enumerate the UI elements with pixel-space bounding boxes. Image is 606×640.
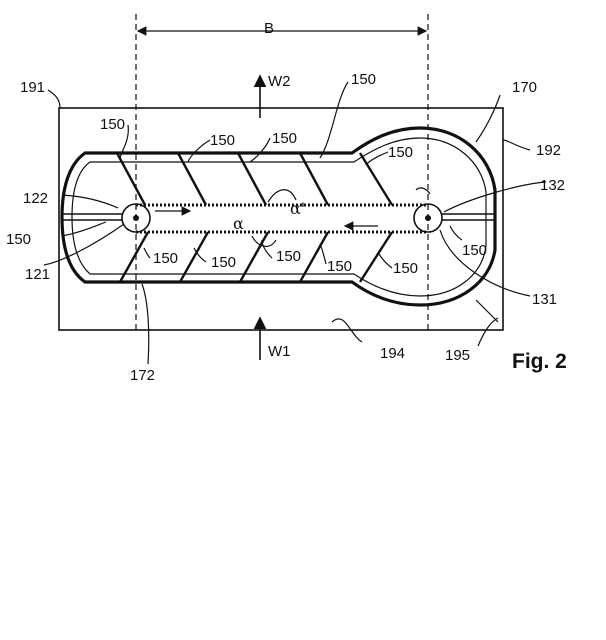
- ref-150: 150: [6, 231, 31, 248]
- ref-150: 150: [327, 258, 352, 275]
- alpha-label: α: [233, 214, 244, 233]
- alpha-prime-label: α': [290, 199, 305, 218]
- dimension-b: B: [135, 14, 429, 330]
- dimension-b-label: B: [264, 20, 274, 37]
- ref-150: 150: [393, 260, 418, 277]
- housing-outline: [58, 107, 504, 331]
- ref-132: 132: [540, 177, 565, 194]
- ref-172: 172: [130, 367, 155, 384]
- ref-150: 150: [211, 254, 236, 271]
- inner-track: [71, 137, 487, 297]
- slats-lower: [118, 231, 394, 283]
- ref-131: 131: [532, 291, 557, 308]
- ref-121: 121: [25, 266, 50, 283]
- ref-195: 195: [445, 347, 470, 364]
- end-rods: [62, 213, 495, 221]
- ref-150: 150: [462, 242, 487, 259]
- angle-arc-alpha-prime: [267, 189, 297, 203]
- flow-label-w1: W1: [268, 343, 291, 360]
- ref-150: 150: [210, 132, 235, 149]
- slats-upper: [115, 152, 394, 206]
- ref-191: 191: [20, 79, 45, 96]
- ref-194: 194: [380, 345, 405, 362]
- figure-caption: Fig. 2: [512, 350, 567, 373]
- reference-numerals: 191 170 192 122 132 121 131 172 194 195 …: [6, 71, 565, 384]
- ref-150: 150: [100, 116, 125, 133]
- ref-150: 150: [272, 130, 297, 147]
- ref-170: 170: [512, 79, 537, 96]
- ref-150: 150: [153, 250, 178, 267]
- chain-belt: [121, 203, 443, 234]
- outer-track: [60, 126, 497, 307]
- ref-192: 192: [536, 142, 561, 159]
- ref-150: 150: [276, 248, 301, 265]
- ref-150: 150: [388, 144, 413, 161]
- ref-122: 122: [23, 190, 48, 207]
- flow-label-w2: W2: [268, 73, 291, 90]
- ref-150: 150: [351, 71, 376, 88]
- leader-lines: [43, 81, 547, 365]
